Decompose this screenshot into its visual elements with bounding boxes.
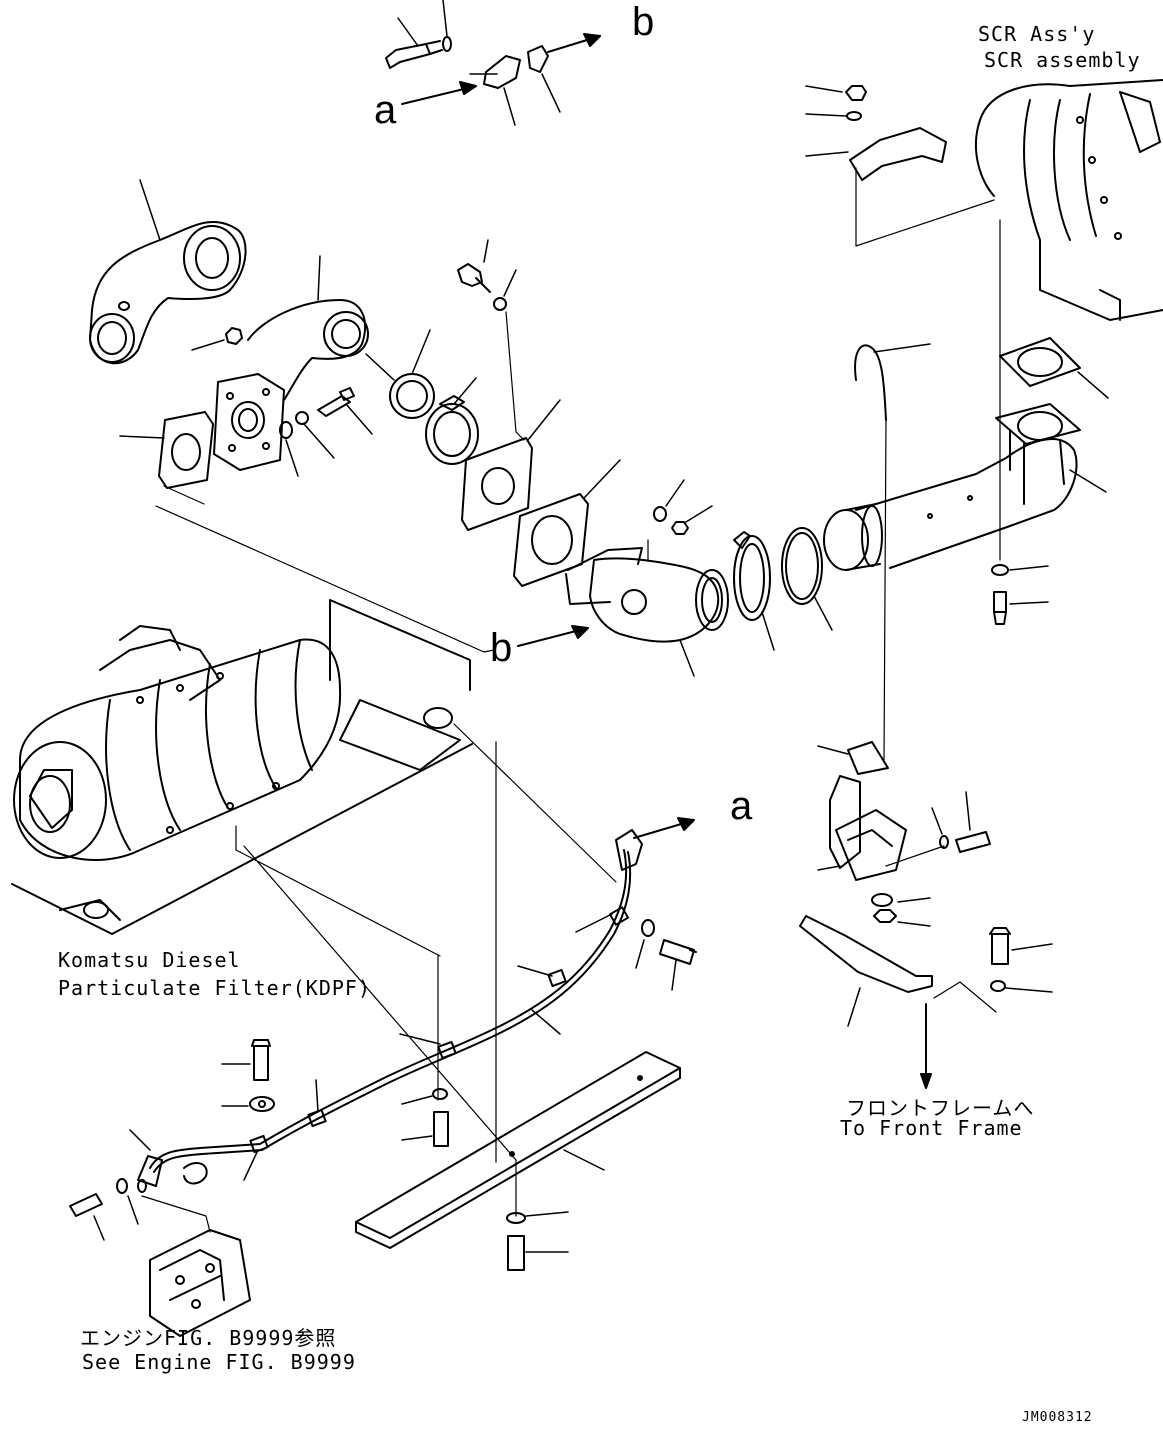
- top-sensor-clip: [483, 45, 549, 89]
- center-elbow-pipe: [517, 547, 729, 677]
- right-long-pipe: [823, 403, 1107, 571]
- kdpf-leader-lines: [155, 485, 617, 1217]
- scr-label-ja: SCR Ass'y: [978, 22, 1096, 46]
- top-arrows: [401, 33, 601, 105]
- ref-label-b-top: b: [632, 0, 655, 44]
- engine-thumbnail: [141, 1195, 251, 1337]
- sensor-harness: [129, 817, 695, 1193]
- center-small-nut-washer: [647, 479, 713, 561]
- scr-assembly: [974, 79, 1163, 561]
- center-flange-plate: [461, 399, 561, 531]
- lower-right-brackets: [799, 741, 1053, 1089]
- engine-ref-label-en: See Engine FIG. B9999: [82, 1350, 356, 1374]
- engine-ref-label-ja: エンジンFIG. B9999参照: [80, 1326, 337, 1350]
- small-hardware-left: [191, 327, 373, 477]
- ref-label-a-top: a: [374, 88, 397, 132]
- v-clamp: [733, 531, 775, 651]
- u-bolt: [854, 343, 931, 761]
- front-frame-label-ja: フロントフレームへ: [846, 1096, 1035, 1120]
- seal-ring: [781, 527, 833, 631]
- clamp-rings: [365, 329, 479, 465]
- kdpf-label-line2: Particulate Filter(KDPF): [58, 976, 371, 1000]
- center-bolt-washer: [457, 239, 525, 441]
- upper-elbow-pipe: [89, 179, 247, 365]
- kdpf-label-line1: Komatsu Diesel: [58, 948, 241, 972]
- top-leader-lines: [397, 0, 561, 126]
- ref-label-a-mid: a: [730, 784, 753, 828]
- ref-label-b-mid: b: [490, 626, 513, 670]
- kdpf-assembly: [11, 599, 473, 935]
- right-gasket: [999, 337, 1109, 399]
- scr-bracket-hardware: [805, 85, 995, 247]
- right-bolt-washer: [991, 564, 1049, 625]
- flanged-elbow: [213, 255, 369, 471]
- front-frame-label-en: To Front Frame: [840, 1116, 1023, 1140]
- scr-label-en: SCR assembly: [984, 48, 1141, 72]
- harness-hardware: [69, 919, 697, 1271]
- drawing-number: JM008312: [1022, 1410, 1093, 1425]
- gasket-left: [119, 411, 214, 489]
- top-bolt: [385, 36, 452, 69]
- guard-channel: [355, 1051, 681, 1249]
